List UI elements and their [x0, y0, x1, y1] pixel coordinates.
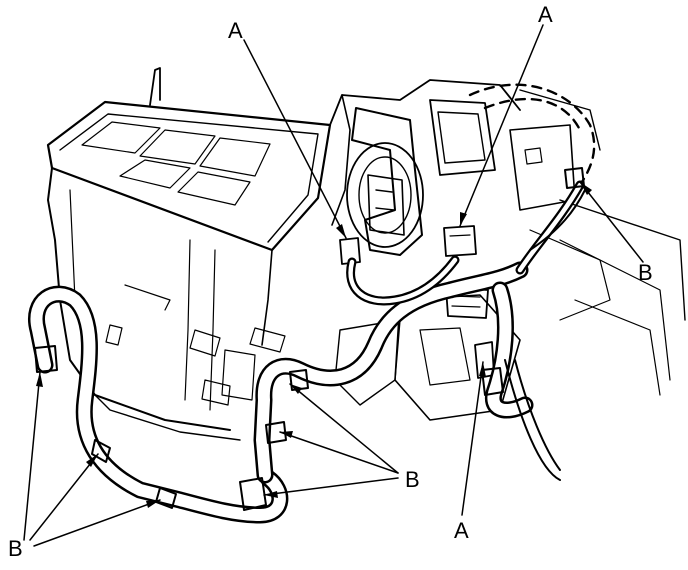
callout-b-middle: B: [405, 467, 420, 492]
arrowhead-icon: [280, 431, 293, 438]
arrowhead-icon: [146, 500, 160, 508]
callout-b-right: B: [638, 260, 653, 285]
callout-a-top-left: A: [228, 18, 243, 43]
arrowhead-icon: [479, 362, 486, 377]
callout-labels: A A A B B B: [8, 2, 653, 561]
callout-b-bottom-left: B: [8, 536, 23, 561]
heater-unit-housing: [46, 67, 332, 441]
harness-clips: [34, 167, 585, 511]
arrowhead-icon: [86, 454, 98, 467]
arrowhead-icon: [264, 491, 278, 498]
callout-a-bottom: A: [454, 518, 469, 543]
arrowhead-icon: [460, 212, 467, 226]
arrowhead-icon: [36, 372, 43, 387]
arrowhead-icon: [580, 182, 592, 195]
leader-lines: [23, 24, 644, 547]
arrowhead-icon: [290, 384, 302, 394]
arrowhead-icon: [336, 224, 346, 238]
callout-a-top-right: A: [538, 2, 553, 27]
wire-harness: [28, 180, 586, 524]
dashed-wire-path: [468, 83, 596, 187]
